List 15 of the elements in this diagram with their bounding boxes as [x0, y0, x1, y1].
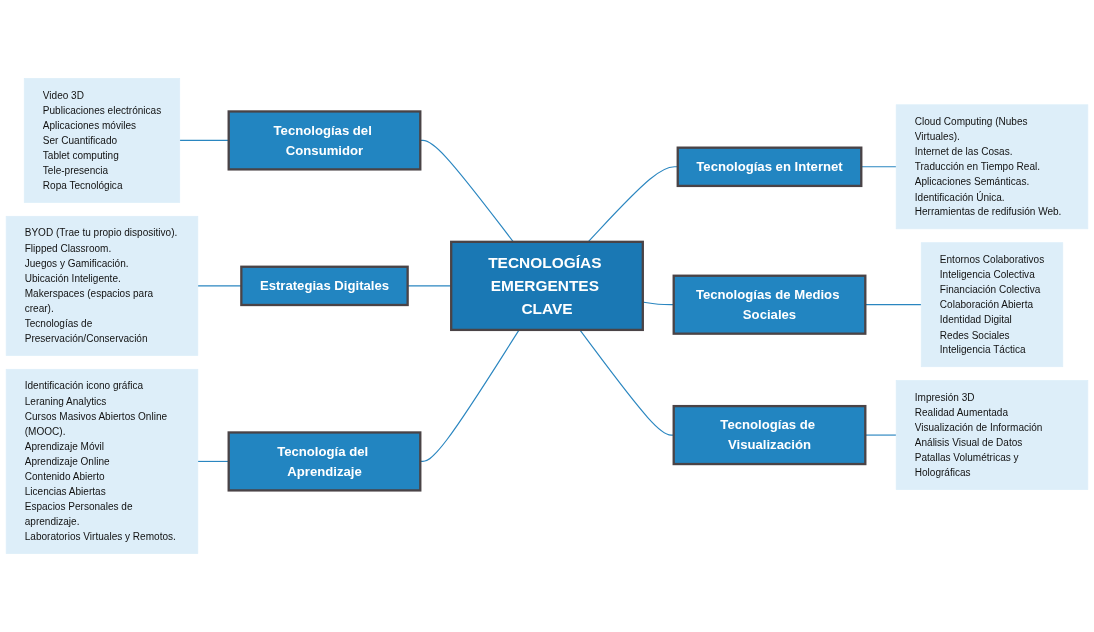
node-box: Entornos Colaborativos Inteligencia Colectiva Financiación Colectiva Colaboración Abierta Identidad Digital Redes Sociales Inteligencia Táctica	[920, 242, 1064, 368]
node-box: Impresión 3D Realidad Aumentada Visualización de Información Análisis Visual de Datos Patallas Volumétricas y Holográficas	[895, 380, 1089, 490]
node-box: Video 3D Publicaciones electrónicas Aplicaciones móviles Ser Cuantificado Tablet computing Tele-presencia Ropa Tecnológica	[23, 78, 181, 203]
node-box: TECNOLOGÍAS EMERGENTES CLAVE	[450, 240, 644, 332]
node-box: Tecnologías de Medios Sociales	[672, 274, 867, 335]
node-box: Estrategias Digitales	[240, 265, 409, 307]
connector	[407, 285, 452, 287]
node-box: Identificación icono gráfica Leraning Analytics Cursos Masivos Abiertos Online (MOOC). Aprendizaje Móvil Aprendizaje Online Contenido Abierto Licencias Abiertas Espacios Personales de aprendizaje. Laboratorios Virtuales y Remotos.	[5, 368, 199, 554]
node-box: Tecnologías del Consumidor	[227, 110, 422, 171]
node-box: Cloud Computing (Nubes Virtuales). Internet de las Cosas. Traducción en Tiempo Real. Aplicaciones Semánticas. Identificación Única. Herramientas de redifusión Web.	[895, 104, 1089, 230]
node-box: Tecnologías de Visualización	[672, 404, 867, 466]
connector	[197, 285, 242, 287]
node-box: Tecnología del Aprendizaje	[227, 431, 422, 492]
node-box: BYOD (Trae tu propio dispositivo). Flipped Classroom. Juegos y Gamificación. Ubicación Inteligente. Makerspaces (espacios para crear). Tecnologías de Preservación/Conservación	[5, 215, 199, 356]
node-box: Tecnologías en Internet	[676, 146, 863, 188]
